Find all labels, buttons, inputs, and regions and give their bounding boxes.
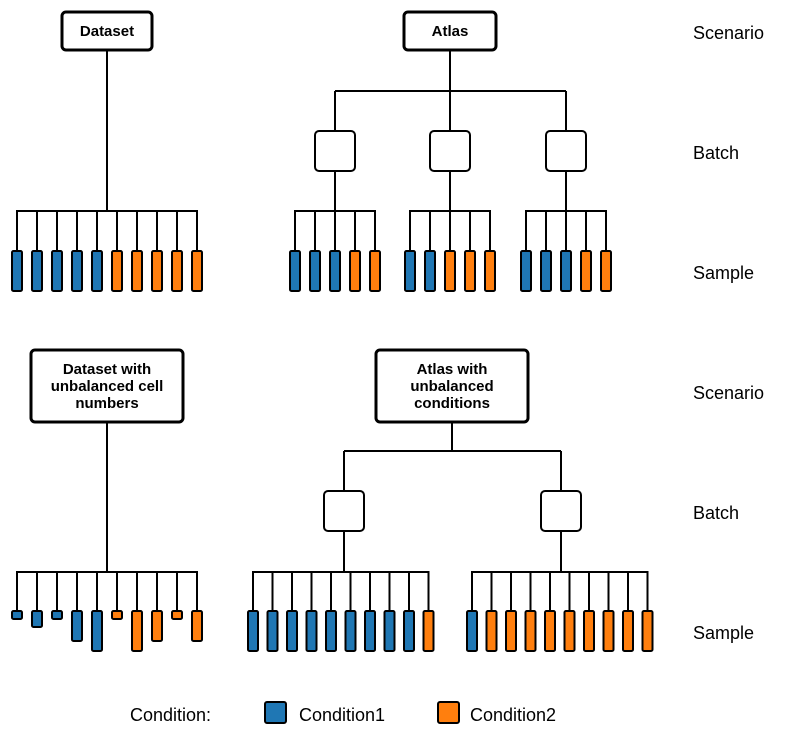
unbalanced-atlas-node-label: conditions: [414, 395, 490, 412]
unbalanced-dataset-sample-bar: [71, 610, 83, 642]
unbalanced-atlas-batch-2-sample-bar: [505, 610, 517, 652]
level-label-scenario-bottom: Scenario: [693, 383, 764, 403]
level-label-sample-bottom: Sample: [693, 623, 754, 643]
atlas-batch-3-sample-bar: [560, 250, 572, 292]
unbalanced-dataset-sample-bar: [31, 610, 43, 628]
atlas-node-label: Atlas: [432, 23, 469, 40]
atlas-batch-2-sample-bar: [424, 250, 436, 292]
dataset-node-label: Dataset: [80, 23, 134, 40]
atlas-batch-3-sample-bar: [520, 250, 532, 292]
unbalanced-atlas-batch-2-sample-bar: [485, 610, 498, 652]
dataset-sample-bar: [31, 250, 43, 292]
unbalanced-atlas-batch-1-sample-bar: [403, 610, 415, 652]
unbalanced-dataset-node-label: unbalanced cell: [51, 378, 164, 395]
unbalanced-atlas-batch-2-sample-bar: [563, 610, 576, 652]
atlas-batch-2-sample-bar: [404, 250, 416, 292]
dataset-sample-bar: [151, 250, 163, 292]
unbalanced-dataset-node: [29, 348, 185, 424]
dataset-sample-bar: [111, 250, 123, 292]
atlas-batch-1-sample-bar: [289, 250, 301, 292]
unbalanced-atlas-batch-1-sample-bar: [344, 610, 357, 652]
unbalanced-dataset-sample-bar: [51, 610, 63, 620]
dataset-sample-bar: [91, 250, 103, 292]
atlas-batch-3-sample-bar: [600, 250, 612, 292]
dataset-sample-bar: [71, 250, 83, 292]
unbalanced-dataset-sample-bar: [191, 610, 203, 642]
dataset-sample-bar: [11, 250, 23, 292]
unbalanced-atlas-batch-2-sample-bar: [524, 610, 537, 652]
unbalanced-atlas-node: [374, 348, 530, 424]
unbalanced-atlas-batch-2-sample-bar: [641, 610, 654, 652]
atlas-batch-1-sample-bar: [369, 250, 381, 292]
legend-label-condition2: Condition2: [470, 705, 556, 725]
dataset-sample-bar: [171, 250, 183, 292]
unbalanced-dataset-sample-bar: [151, 610, 163, 642]
unbalanced-atlas-batch-2-sample-bar: [544, 610, 556, 652]
atlas-batch-1-sample-bar: [349, 250, 361, 292]
unbalanced-dataset-node-label: Dataset with: [63, 361, 151, 378]
dataset-sample-bar: [131, 250, 143, 292]
level-label-batch-bottom: Batch: [693, 503, 739, 523]
unbalanced-dataset-sample-bar: [91, 610, 103, 652]
atlas-batch-1-sample-bar: [309, 250, 321, 292]
unbalanced-atlas-batch-node: [323, 490, 365, 532]
legend-title: Condition:: [130, 705, 211, 725]
unbalanced-atlas-batch-1-sample-bar: [325, 610, 337, 652]
unbalanced-atlas-batch-1-sample-bar: [266, 610, 279, 652]
unbalanced-atlas-batch-1-sample-bar: [383, 610, 396, 652]
unbalanced-atlas-batch-1-sample-bar: [286, 610, 298, 652]
level-label-batch-top: Batch: [693, 143, 739, 163]
unbalanced-atlas-batch-1-sample-bar: [422, 610, 435, 652]
unbalanced-dataset-sample-bar: [171, 610, 183, 620]
atlas-batch-2-sample-bar: [444, 250, 456, 292]
atlas-batch-node: [545, 130, 587, 172]
unbalanced-dataset-node-label: numbers: [75, 395, 138, 412]
atlas-batch-3-sample-bar: [540, 250, 552, 292]
legend-swatch-condition2: [437, 701, 460, 724]
unbalanced-atlas-node-label: Atlas with: [417, 361, 488, 378]
dataset-node: [60, 10, 154, 52]
atlas-batch-3-sample-bar: [580, 250, 592, 292]
dataset-sample-bar: [191, 250, 203, 292]
unbalanced-atlas-batch-1-sample-bar: [305, 610, 318, 652]
atlas-batch-2-sample-bar: [484, 250, 496, 292]
unbalanced-atlas-batch-node: [540, 490, 582, 532]
unbalanced-atlas-batch-1-sample-bar: [247, 610, 259, 652]
unbalanced-atlas-batch-2-sample-bar: [622, 610, 634, 652]
unbalanced-atlas-batch-1-sample-bar: [364, 610, 376, 652]
atlas-node: [402, 10, 498, 52]
unbalanced-dataset-sample-bar: [11, 610, 23, 620]
atlas-batch-2-sample-bar: [464, 250, 476, 292]
atlas-batch-node: [429, 130, 471, 172]
atlas-batch-1-sample-bar: [329, 250, 341, 292]
unbalanced-atlas-batch-2-sample-bar: [583, 610, 595, 652]
level-label-sample-top: Sample: [693, 263, 754, 283]
legend: Condition: Condition1 Condition2: [130, 701, 556, 725]
unbalanced-atlas-batch-2-sample-bar: [602, 610, 615, 652]
level-label-scenario-top: Scenario: [693, 23, 764, 43]
dataset-sample-bar: [51, 250, 63, 292]
unbalanced-atlas-node-label: unbalanced: [410, 378, 493, 395]
unbalanced-dataset-sample-bar: [131, 610, 143, 652]
unbalanced-atlas-batch-2-sample-bar: [466, 610, 478, 652]
unbalanced-dataset-sample-bar: [111, 610, 123, 620]
legend-label-condition1: Condition1: [299, 705, 385, 725]
legend-swatch-condition1: [264, 701, 287, 724]
atlas-batch-node: [314, 130, 356, 172]
